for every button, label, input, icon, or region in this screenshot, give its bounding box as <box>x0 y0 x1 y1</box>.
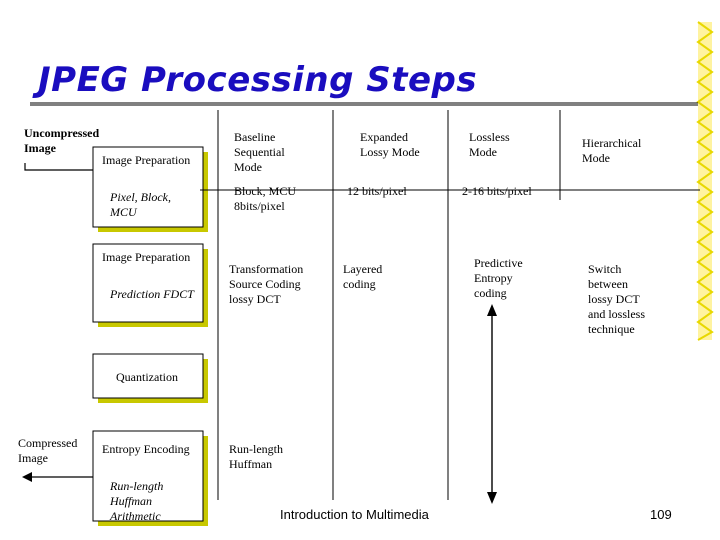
lossless-arrow <box>487 304 497 504</box>
prep2-sub: Prediction FDCT <box>110 287 194 301</box>
box-prep2 <box>92 243 208 327</box>
prep1-label: Image Preparation <box>102 153 191 167</box>
prep2-label: Image Preparation <box>102 250 191 264</box>
mode-expanded-name: Expanded Lossy Mode <box>360 130 420 159</box>
mode-baseline-transform: Transformation Source Coding lossy DCT <box>229 262 304 306</box>
quant-label: Quantization <box>116 370 178 384</box>
input-flow-line <box>24 163 93 171</box>
mode-baseline-name: Baseline Sequential Mode <box>234 130 285 174</box>
decorative-zigzag <box>696 21 714 341</box>
box-entropy <box>92 430 208 526</box>
mode-baseline-entropy: Run-length Huffman <box>229 442 283 471</box>
output-arrow <box>22 472 93 482</box>
slide-title: JPEG Processing Steps <box>38 60 478 100</box>
mode-lossless-name: Lossless Mode <box>469 130 510 159</box>
mode-hierarchical-name: Hierarchical Mode <box>582 136 642 165</box>
mode-baseline-bits: Block, MCU 8bits/pixel <box>234 184 297 213</box>
entropy-sub: Run-length Huffman Arithmetic <box>110 479 164 523</box>
mode-expanded-bits: 12 bits/pixel <box>347 184 407 198</box>
page-number: 109 <box>650 507 672 522</box>
input-label: Uncompressed Image <box>24 126 100 155</box>
footer-text: Introduction to Multimedia <box>280 507 429 522</box>
box-quant <box>92 353 208 403</box>
output-label: Compressed Image <box>18 436 78 465</box>
mode-lossless-transform: Predictive Entropy coding <box>474 256 523 300</box>
mode-hierarchical-transform: Switch between lossy DCT and lossless te… <box>588 262 645 336</box>
prep1-sub: Pixel, Block, MCU <box>110 190 171 219</box>
box-prep1 <box>92 146 208 232</box>
mode-lossless-bits: 2-16 bits/pixel <box>462 184 532 198</box>
entropy-label: Entropy Encoding <box>102 442 190 456</box>
mode-expanded-transform: Layered coding <box>343 262 383 291</box>
